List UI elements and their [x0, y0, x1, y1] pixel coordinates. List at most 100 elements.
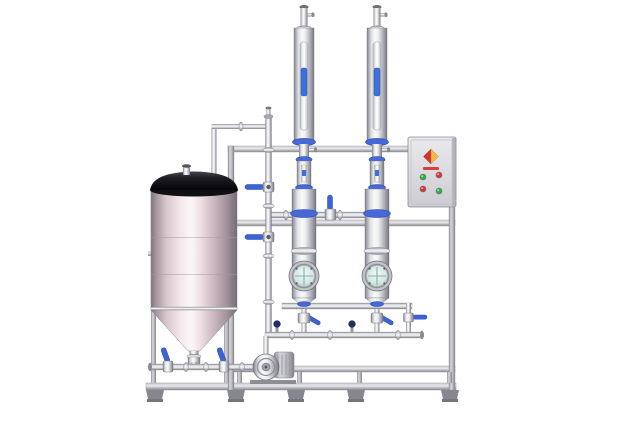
indicator-light: [435, 187, 443, 195]
tri-clamp: [395, 330, 401, 340]
valve-body: [297, 312, 311, 324]
valve-handle: [244, 184, 265, 190]
centrifugal-pump: [250, 336, 296, 384]
end-cap: [148, 362, 152, 372]
blue-clamp: [370, 301, 384, 307]
pump-bolt: [264, 365, 268, 369]
tri-clamp: [289, 330, 295, 340]
valve-handle: [412, 314, 428, 320]
vent-cap: [265, 106, 272, 110]
frame-foot: [347, 390, 365, 399]
bolt: [383, 267, 386, 270]
sample-port: [382, 148, 388, 152]
flow-meter-float: [302, 170, 306, 176]
blue-clamp: [363, 209, 391, 218]
sample-port: [309, 148, 315, 152]
frame-base-lower-rail: [145, 382, 457, 391]
tri-clamp: [262, 203, 275, 209]
light-highlight: [437, 173, 440, 176]
control-box: [407, 136, 457, 208]
indicator-light: [435, 171, 443, 179]
manifold-pipe: [281, 302, 413, 310]
level-float: [300, 67, 308, 97]
sight-glass-ring: [364, 263, 390, 289]
tank-stand-left-leg: [151, 253, 156, 383]
blue-clamp: [297, 301, 311, 307]
tri-clamp: [283, 209, 289, 221]
neck-tube: [299, 144, 309, 158]
bolt: [295, 267, 298, 270]
ball-valve-knob: [348, 320, 356, 328]
neck-tube: [372, 144, 382, 158]
port-cap: [311, 12, 315, 18]
vent-stub: [266, 108, 271, 116]
ball-valve-stem: [350, 326, 354, 333]
tri-clamp: [327, 330, 333, 340]
membrane-column-1: [288, 5, 320, 305]
valve-stem: [266, 184, 271, 190]
tank-inlet-pipe: [211, 121, 269, 180]
weld-seam: [151, 274, 237, 275]
tank-outlet-stub: [189, 351, 199, 356]
valve-stem: [266, 234, 271, 240]
membrane-column-2: [361, 5, 393, 305]
port-cap: [313, 147, 318, 153]
bolt: [368, 282, 371, 285]
tri-clamp: [239, 362, 245, 372]
foot-pad: [147, 399, 163, 402]
foot-pad: [228, 399, 244, 402]
control-box-enclosure: [407, 136, 457, 208]
port-cap: [386, 147, 391, 153]
flow-meter-float: [375, 170, 379, 176]
drain-line: [264, 309, 424, 340]
frame-foot: [441, 390, 459, 399]
sight-glass-ring: [291, 263, 317, 289]
foot-pad: [288, 399, 304, 402]
tank-cone: [150, 309, 238, 352]
tri-clamp: [262, 299, 275, 305]
indicator-light: [419, 173, 427, 181]
ball-valve-knob: [273, 320, 281, 328]
riser-pipe: [211, 126, 217, 180]
base-strut: [237, 372, 242, 383]
pump-line: [148, 347, 261, 373]
end-cap: [420, 330, 424, 340]
port-cap: [384, 12, 388, 18]
frame-foot: [227, 390, 245, 399]
pump-discharge-pipe: [263, 336, 269, 356]
tri-clamp: [238, 121, 244, 132]
frame-foot: [146, 390, 164, 399]
light-highlight: [421, 187, 424, 190]
pump-base: [250, 380, 296, 384]
tri-clamp: [363, 247, 391, 255]
bolt: [383, 282, 386, 285]
manifold-valve-handle: [327, 194, 333, 211]
feed-tank: [150, 164, 238, 365]
blue-clamp: [290, 209, 318, 218]
door-seam: [410, 139, 453, 205]
tank-dome: [150, 171, 238, 190]
bolt: [310, 282, 313, 285]
brand-wordmark: [423, 167, 439, 170]
tri-clamp: [203, 362, 209, 372]
tri-clamp: [262, 253, 275, 259]
tri-clamp: [290, 247, 318, 255]
bolt: [310, 267, 313, 270]
foot-pad: [348, 399, 364, 402]
light-highlight: [421, 175, 424, 178]
enclosure-side-shade: [452, 138, 456, 206]
indicator-light: [419, 185, 427, 193]
top-side-port: [380, 13, 386, 17]
level-float: [373, 67, 381, 97]
tank-nozzle-cap: [182, 164, 191, 168]
tank-nozzle: [183, 166, 190, 175]
base-strut: [357, 372, 362, 383]
valve-body: [370, 312, 384, 324]
light-highlight: [437, 189, 440, 192]
ball-valve-stem: [275, 326, 279, 333]
valve-body: [403, 312, 414, 323]
valve-body: [162, 360, 174, 373]
frame-mid-rail: [227, 219, 456, 227]
